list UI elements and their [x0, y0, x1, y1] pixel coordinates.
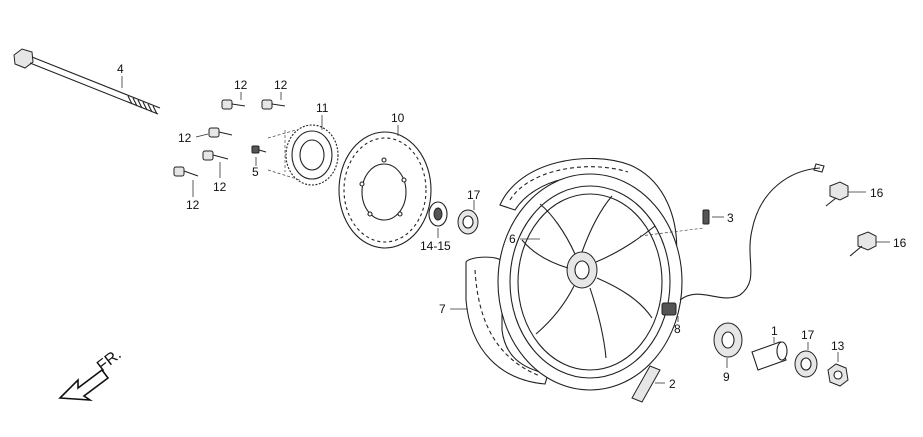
callout-13: 13 [831, 339, 845, 353]
bolt-12d [202, 150, 229, 178]
bolt-part-16-upper [825, 181, 866, 207]
wheel-rim-part-6 [497, 173, 705, 391]
callout-3: 3 [727, 211, 734, 225]
spacer-part-1 [751, 337, 788, 371]
callout-11: 11 [316, 101, 329, 115]
front-direction-arrow-icon [58, 368, 110, 401]
callout-4: 4 [117, 62, 124, 76]
collar-part-9 [713, 322, 743, 368]
bolt-part-16-lower [849, 231, 890, 257]
callout-10: 10 [391, 111, 405, 125]
callout-16a: 16 [870, 186, 884, 200]
callout-2: 2 [669, 377, 676, 391]
callout-14-15: 14-15 [420, 239, 451, 253]
bearing-part-14-15 [428, 201, 448, 238]
callout-12c: 12 [178, 131, 192, 145]
callout-8: 8 [674, 322, 681, 336]
bolt-12e [173, 166, 199, 197]
callout-12e: 12 [186, 198, 200, 212]
valve-part-3 [702, 209, 724, 225]
callout-16b: 16 [893, 236, 907, 250]
bolt-part-12-group [173, 92, 286, 197]
callout-17b: 17 [801, 328, 815, 342]
callout-1: 1 [771, 324, 778, 338]
sensor-part-8 [661, 163, 825, 322]
bearing-part-17-lower [794, 342, 818, 378]
nut-part-13 [827, 352, 849, 387]
callout-7: 7 [439, 302, 446, 316]
callout-6: 6 [509, 232, 516, 246]
callout-17a: 17 [467, 188, 481, 202]
tire-part-7 [450, 157, 678, 385]
direction-label: FR. [94, 346, 125, 375]
callout-12b: 12 [274, 78, 288, 92]
balance-weight-part-2 [631, 365, 665, 403]
bolt-12b [261, 92, 286, 110]
axle-part-4 [13, 48, 161, 115]
bearing-part-17-upper [457, 200, 479, 235]
bolt-12a [221, 92, 246, 110]
screw-part-5 [251, 145, 267, 166]
callout-9: 9 [723, 370, 730, 384]
tone-ring-part-11 [267, 115, 339, 186]
callout-12d: 12 [213, 180, 227, 194]
callout-12a: 12 [234, 78, 248, 92]
brake-disc-part-10 [338, 125, 432, 249]
callout-5: 5 [252, 165, 259, 179]
bolt-12c [195, 127, 233, 138]
